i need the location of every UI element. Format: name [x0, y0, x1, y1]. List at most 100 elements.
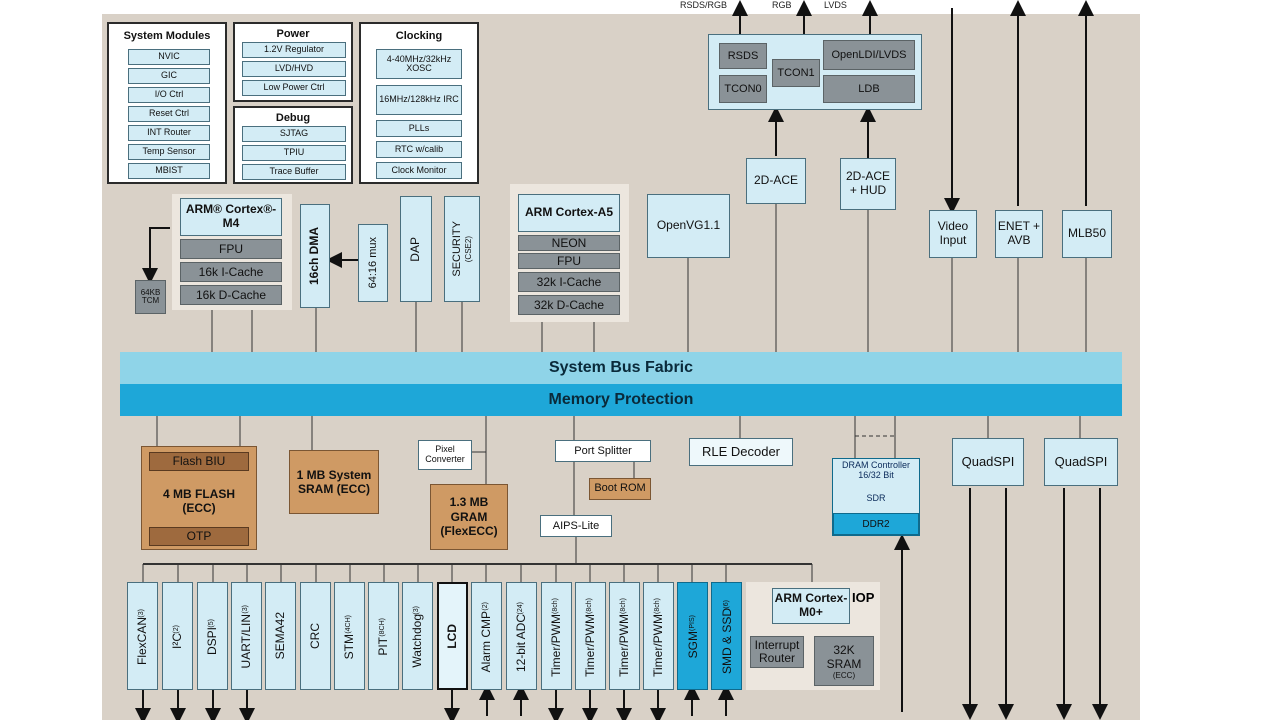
peripheral-label: Watchdog — [409, 614, 424, 669]
clock-rtc: RTC w/calib — [376, 141, 462, 158]
m4-icache: 16k I-Cache — [180, 262, 282, 282]
mux-label: 64:16 mux — [366, 237, 379, 289]
peripheral-sub-label: (3) — [413, 605, 421, 615]
flash-biu: Flash BIU — [149, 452, 249, 471]
clocking-group: Clocking 4-40MHz/32kHz XOSC 16MHz/128kHz… — [359, 22, 479, 184]
module-temp-sensor: Temp Sensor — [128, 144, 210, 160]
peripheral-label: Timer/PWM — [616, 613, 631, 677]
peripheral-label: FlexCAN — [134, 617, 149, 666]
peripheral-timer-pwm-12: Timer/PWM(8ch) — [541, 582, 572, 690]
peripheral-label: UART/LIN — [238, 614, 253, 669]
flash-otp: OTP — [149, 527, 249, 546]
openvg-block: OpenVG1.1 — [647, 194, 730, 258]
mux-block: 64:16 mux — [358, 224, 388, 302]
peripheral-sub-label: (2) — [482, 602, 490, 611]
dram-controller-group: DRAM Controller 16/32 Bit SDR DDR2 — [832, 458, 920, 536]
display-interface-block: RSDS TCON0 TCON1 OpenLDI/LVDS LDB — [708, 34, 922, 110]
peripheral-sub-label: (24) — [517, 601, 525, 615]
tcon0-block: TCON0 — [719, 75, 767, 103]
peripheral-label: Timer/PWM — [548, 613, 563, 677]
video-input-block: Video Input — [929, 210, 977, 258]
a5-fpu: FPU — [518, 253, 620, 269]
peripheral-sema42-4: SEMA42 — [265, 582, 296, 690]
ldb-block: LDB — [823, 75, 915, 103]
peripheral-sub-label: (PIS) — [689, 615, 696, 632]
clock-monitor: Clock Monitor — [376, 162, 462, 179]
module-nvic: NVIC — [128, 49, 210, 65]
dma-block: 16ch DMA — [300, 204, 330, 308]
2d-ace-hud-block: 2D-ACE + HUD — [840, 158, 896, 210]
dma-label: 16ch DMA — [307, 226, 322, 285]
peripheral-smd-ssd-17: SMD & SSD(6) — [711, 582, 742, 690]
peripheral-sub-label: (8ch) — [654, 597, 662, 614]
module-reset-ctrl: Reset Ctrl — [128, 106, 210, 122]
cortex-a5-group: ARM Cortex-A5 NEON FPU 32k I-Cache 32k D… — [510, 184, 629, 322]
peripheral-flexcan-0: FlexCAN(3) — [127, 582, 158, 690]
2d-ace-block: 2D-ACE — [746, 158, 806, 204]
cortex-m4-core: ARM® Cortex®-M4 — [180, 198, 282, 236]
peripheral-label: SMD & SSD — [719, 608, 734, 675]
peripheral-sub-label: (2) — [173, 624, 181, 634]
label-lvds: LVDS — [824, 0, 847, 10]
peripheral-label: Timer/PWM — [650, 613, 665, 677]
memory-protection-bar: Memory Protection — [120, 384, 1122, 416]
security-label: SECURITY — [451, 221, 464, 277]
peripheral-sub-label: (4CH) — [345, 614, 353, 634]
peripheral-sub-label: (8ch) — [552, 597, 560, 614]
dap-label: DAP — [408, 236, 423, 262]
iop-sram-block: 32K SRAM (ECC) — [814, 636, 874, 686]
cortex-m4-group: ARM® Cortex®-M4 FPU 16k I-Cache 16k D-Ca… — [172, 194, 292, 310]
iop-sram-label: 32K SRAM — [826, 642, 862, 671]
security-sub-label: (CSE2) — [463, 235, 473, 263]
dap-block: DAP — [400, 196, 432, 302]
peripheral-crc-5: CRC — [300, 582, 331, 690]
module-mbist: MBIST — [128, 163, 210, 179]
a5-icache: 32k I-Cache — [518, 272, 620, 292]
pixel-converter-block: Pixel Converter — [418, 440, 472, 470]
label-rsds-rgb: RSDS/RGB — [680, 0, 728, 10]
peripheral-sub-label: (3) — [242, 605, 250, 615]
quadspi-block-1: QuadSPI — [952, 438, 1024, 486]
a5-dcache: 32k D-Cache — [518, 295, 620, 315]
peripheral-label: SEMA42 — [272, 612, 287, 660]
debug-trace-buffer: Trace Buffer — [242, 164, 346, 180]
mlb50-block: MLB50 — [1062, 210, 1112, 258]
peripheral-label: PIT — [375, 637, 390, 656]
peripheral-label: LCD — [444, 623, 459, 649]
peripheral-pit-7: PIT(8CH) — [368, 582, 399, 690]
rsds-block: RSDS — [719, 43, 767, 69]
iop-group: IOP ARM Cortex-M0+ Interrupt Router 32K … — [746, 582, 880, 690]
peripheral-sub-label: (8ch) — [586, 597, 594, 614]
power-group: Power 1.2V Regulator LVD/HVD Low Power C… — [233, 22, 353, 102]
module-gic: GIC — [128, 68, 210, 84]
a5-neon: NEON — [518, 235, 620, 251]
enet-avb-block: ENET + AVB — [995, 210, 1043, 258]
peripheral-stm-6: STM(4CH) — [334, 582, 365, 690]
security-block: SECURITY(CSE2) — [444, 196, 480, 302]
flash-group: Flash BIU 4 MB FLASH (ECC) OTP — [141, 446, 257, 550]
peripheral-sub-label: (8ch) — [620, 597, 628, 614]
peripheral-12-bit-adc-11: 12-bit ADC(24) — [506, 582, 537, 690]
peripheral-label: Timer/PWM — [582, 613, 597, 677]
peripheral-lcd-9: LCD — [437, 582, 468, 690]
port-splitter-block: Port Splitter — [555, 440, 651, 462]
dram-ddr2: DDR2 — [833, 513, 919, 535]
cortex-a5-core: ARM Cortex-A5 — [518, 194, 620, 232]
interrupt-router-block: Interrupt Router — [750, 636, 804, 668]
quadspi-block-2: QuadSPI — [1044, 438, 1118, 486]
system-modules-title: System Modules — [123, 30, 211, 42]
peripheral-uart-lin-3: UART/LIN(3) — [231, 582, 262, 690]
peripheral-sgm-16: SGM(PIS) — [677, 582, 708, 690]
debug-title: Debug — [275, 112, 311, 124]
peripheral-watchdog-8: Watchdog(3) — [402, 582, 433, 690]
peripheral-label: SGM — [685, 631, 700, 659]
peripheral-sub-label: (6) — [723, 599, 730, 609]
boot-rom-block: Boot ROM — [589, 478, 651, 500]
system-bus-fabric: System Bus Fabric — [120, 352, 1122, 384]
cortex-m0-core: ARM Cortex-M0+ — [772, 588, 850, 624]
peripheral-timer-pwm-13: Timer/PWM(8ch) — [575, 582, 606, 690]
peripheral-label: CRC — [307, 623, 322, 649]
debug-tpiu: TPIU — [242, 145, 346, 161]
m4-fpu: FPU — [180, 239, 282, 259]
